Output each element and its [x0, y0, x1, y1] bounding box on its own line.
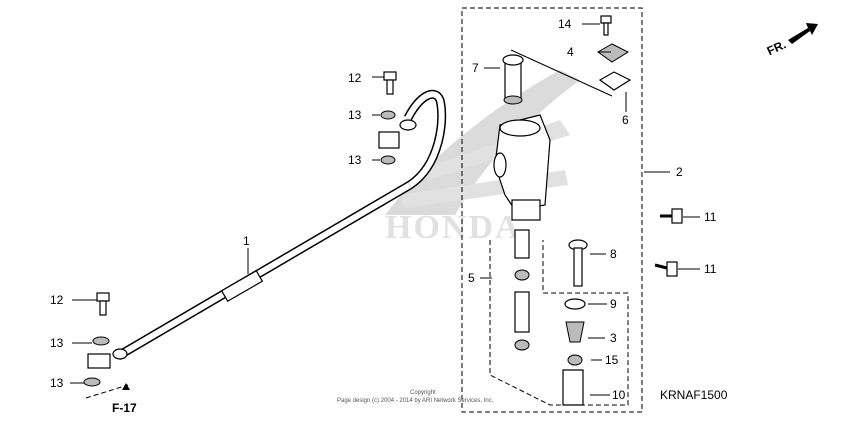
- copyright-line2: Page design (c) 2004 - 2014 by ARI Netwo…: [337, 398, 494, 404]
- washer-9: [564, 298, 586, 310]
- sealing-washer-lower-b: [83, 377, 101, 387]
- leader-lines: [70, 23, 700, 396]
- sealing-washer-upper-a: [380, 110, 396, 120]
- callout-12-upper: 12: [348, 71, 362, 85]
- flange-bolt-11-lower: [654, 261, 678, 277]
- piston-group-bracket: [489, 240, 629, 406]
- watermark-text: HONDA: [385, 209, 522, 246]
- banjo-bolt-lower: [96, 292, 110, 316]
- callout-14: 14: [558, 17, 572, 31]
- callout-13-lower-a: 13: [50, 336, 64, 350]
- callout-13-lower-b: 13: [50, 376, 64, 390]
- joint-plate: [597, 43, 630, 63]
- reservoir-joint: [502, 54, 524, 105]
- callout-12-lower: 12: [50, 293, 64, 307]
- nut-15: [567, 354, 583, 366]
- callout-15: 15: [605, 353, 619, 367]
- callout-13-upper-a: 13: [348, 108, 362, 122]
- flange-bolt-14: [600, 15, 612, 36]
- brake-hose: [112, 89, 447, 360]
- callout-5: 5: [468, 271, 475, 285]
- piston-set: [514, 229, 530, 351]
- banjo-fitting-lower: [87, 353, 111, 369]
- sealing-washer-lower-a: [92, 336, 110, 346]
- master-cylinder-body: [493, 114, 551, 221]
- copyright-line1: Copyright: [410, 390, 436, 396]
- reference-arrow: [85, 383, 130, 399]
- boot: [565, 321, 585, 343]
- joint-gasket: [598, 71, 632, 91]
- push-rod: [568, 239, 588, 287]
- clevis: [562, 369, 584, 406]
- reference-label: F-17: [112, 401, 137, 415]
- direction-label: FR.: [765, 37, 788, 58]
- callout-9: 9: [610, 297, 617, 311]
- assembly-boundary: [461, 7, 643, 413]
- callout-11-upper: 11: [704, 210, 717, 224]
- callout-4: 4: [567, 45, 574, 59]
- callout-7: 7: [472, 61, 479, 75]
- callout-2: 2: [676, 165, 683, 179]
- front-direction-arrow: FR.: [765, 23, 818, 58]
- callout-1: 1: [243, 234, 250, 248]
- callout-6: 6: [622, 113, 629, 127]
- callout-11-lower: 11: [704, 262, 717, 276]
- callout-3: 3: [610, 331, 617, 345]
- honda-wing-watermark: HONDA: [385, 70, 580, 246]
- callout-10: 10: [612, 388, 626, 402]
- banjo-fitting-upper: [378, 131, 400, 149]
- callout-13-upper-b: 13: [348, 153, 362, 167]
- flange-bolt-11-upper: [660, 208, 683, 224]
- callout-8: 8: [610, 247, 617, 261]
- sealing-washer-upper-b: [380, 155, 396, 165]
- diagram-code: KRNAF1500: [660, 388, 728, 402]
- banjo-bolt-upper: [383, 71, 397, 95]
